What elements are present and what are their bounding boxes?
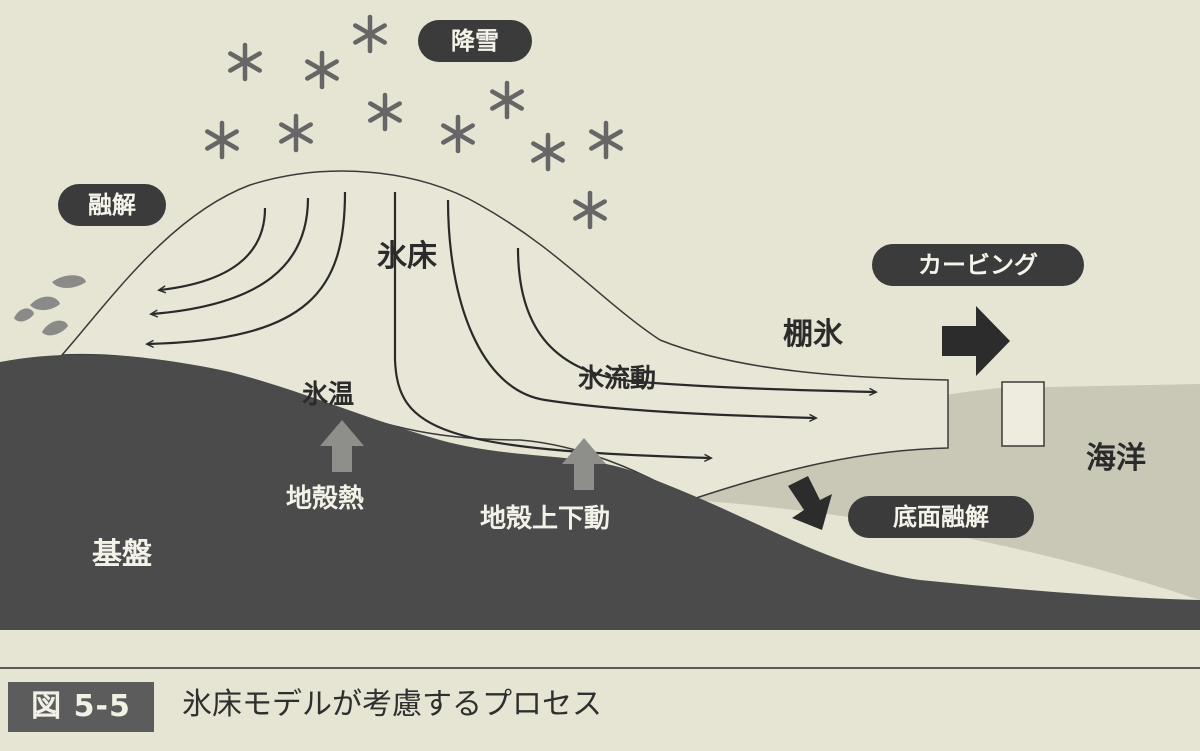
ocean-label: 海洋 bbox=[1086, 441, 1146, 476]
flow-line bbox=[149, 197, 310, 318]
flow-line bbox=[516, 247, 878, 397]
snowflake-icon bbox=[441, 114, 475, 154]
crustal-movement-label: 地殻上下動 bbox=[480, 504, 611, 534]
snowflake-icon bbox=[589, 120, 623, 160]
ice-temperature-label: 氷温 bbox=[302, 380, 355, 410]
caption-divider bbox=[0, 667, 1200, 669]
calving-label: カービング bbox=[872, 244, 1084, 286]
melt-droplets bbox=[14, 275, 86, 336]
snowflake-icon bbox=[573, 190, 607, 230]
snowflake-icon bbox=[228, 42, 262, 82]
basal-melting-label: 底面融解 bbox=[848, 496, 1034, 538]
flow-line bbox=[393, 192, 713, 462]
snowflake-icon bbox=[353, 14, 387, 54]
crustal-heat-arrow bbox=[320, 420, 364, 472]
calving-arrow bbox=[942, 306, 1010, 376]
flow-line bbox=[145, 191, 347, 348]
bedrock-label: 基盤 bbox=[92, 537, 152, 572]
flow-line bbox=[446, 199, 818, 422]
bedrock bbox=[0, 354, 1200, 630]
figure-caption: 氷床モデルが考慮するプロセス bbox=[182, 687, 602, 722]
snowflake-icon bbox=[305, 50, 339, 90]
ice-shelf-label: 棚氷 bbox=[783, 317, 843, 352]
ice-flow-lines bbox=[145, 191, 878, 462]
snowflake-icon bbox=[205, 120, 239, 160]
iceberg bbox=[1001, 381, 1045, 447]
snowflake-icon bbox=[368, 92, 402, 132]
melting-label: 融解 bbox=[58, 184, 166, 226]
ice-sheet-diagram bbox=[0, 14, 1200, 630]
snowfall-label: 降雪 bbox=[418, 20, 532, 62]
flow-line bbox=[157, 207, 267, 294]
figure-number: 図 5-5 bbox=[8, 682, 154, 732]
snowflake-icon bbox=[490, 80, 524, 120]
snowflake-icon bbox=[279, 113, 313, 153]
snowflakes bbox=[205, 14, 623, 230]
crustal-movement-arrow bbox=[562, 438, 606, 490]
ice-sheet-label: 氷床 bbox=[377, 239, 437, 274]
snowflake-icon bbox=[531, 132, 565, 172]
ice-flow-label: 氷流動 bbox=[578, 364, 657, 394]
basal-melting-arrow bbox=[788, 476, 832, 530]
crustal-heat-label: 地殻熱 bbox=[286, 484, 365, 514]
